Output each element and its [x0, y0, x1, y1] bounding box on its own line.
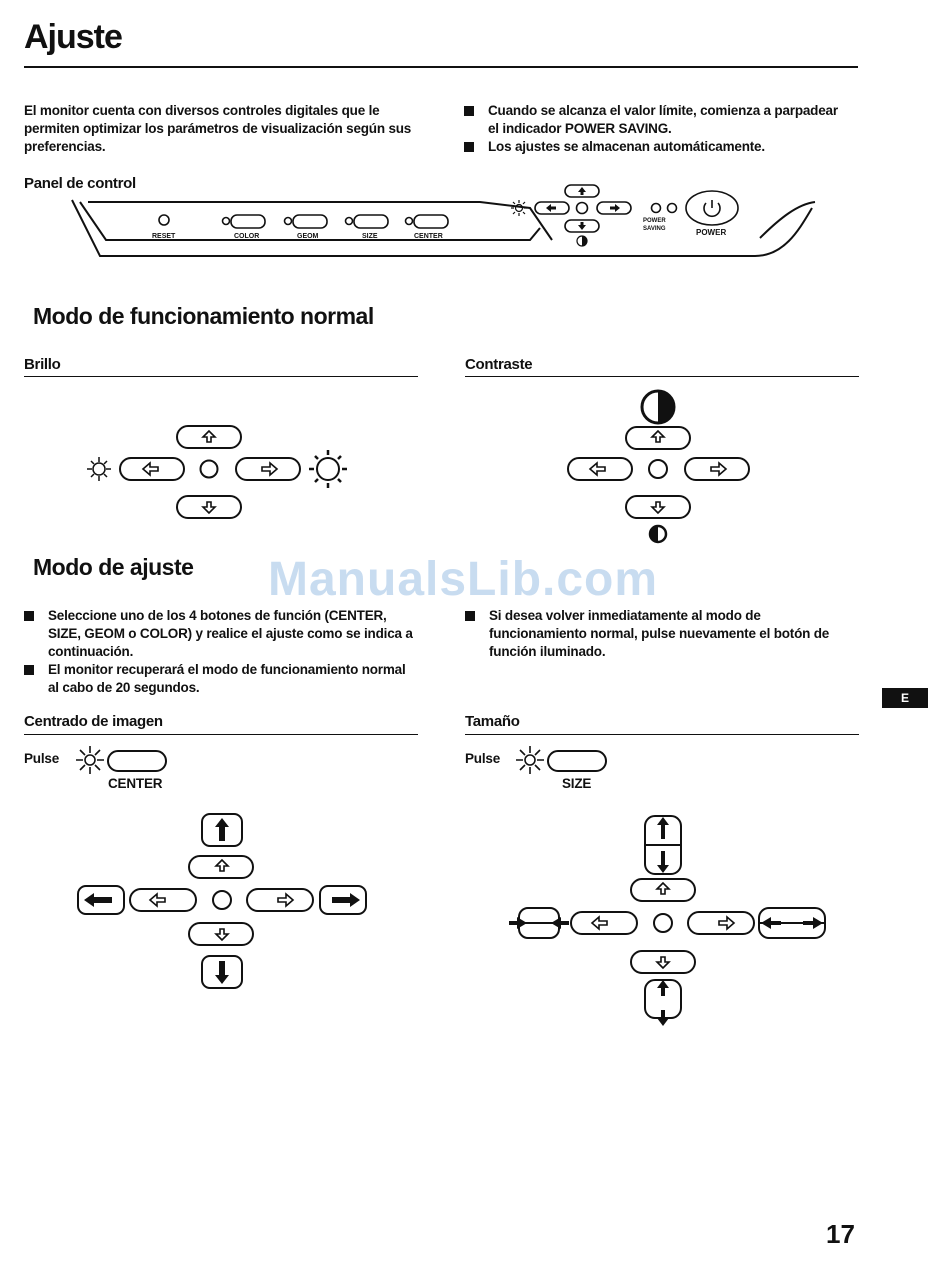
center-button — [413, 214, 449, 229]
geom-button — [292, 214, 328, 229]
down-button — [564, 219, 600, 233]
adjust-bullet: Seleccione uno de los 4 botones de funci… — [24, 607, 419, 661]
title-rule — [24, 66, 858, 68]
adjust-bullet: Si desea volver inmediatamente al modo d… — [465, 607, 850, 661]
adjust-bullet: El monitor recuperará el modo de funcion… — [24, 661, 419, 697]
power-icon — [703, 202, 721, 218]
right-button — [235, 457, 301, 481]
reset-button — [158, 214, 170, 226]
monitor-right-icon — [319, 885, 367, 915]
power-saving-label-2: SAVING — [643, 226, 666, 232]
power-button — [685, 190, 739, 226]
monitor-down-icon — [201, 955, 243, 989]
up-button — [188, 855, 254, 879]
size-diagram — [509, 815, 826, 1026]
tamano-rule — [465, 734, 859, 735]
left-button — [567, 457, 633, 481]
tamano-pulse: Pulse — [465, 751, 501, 766]
tamano-heading: Tamaño — [465, 713, 520, 730]
contraste-rule — [465, 376, 859, 377]
contrast-diagram — [567, 389, 750, 544]
sun-large-icon — [316, 457, 340, 481]
normal-mode-heading: Modo de funcionamiento normal — [33, 303, 374, 329]
centering-diagram — [77, 813, 367, 989]
page-title: Ajuste — [24, 18, 123, 56]
down-button — [188, 922, 254, 946]
centrado-heading: Centrado de imagen — [24, 713, 163, 730]
down-button — [176, 495, 242, 519]
color-label: COLOR — [234, 233, 259, 240]
center-label: CENTER — [414, 233, 443, 240]
control-panel-diagram: RESET COLOR GEOM SIZE CENTER POWER SAVIN… — [71, 184, 816, 257]
down-button — [625, 495, 691, 519]
contraste-heading: Contraste — [465, 356, 533, 373]
color-button — [230, 214, 266, 229]
page-number: 17 — [826, 1219, 855, 1249]
language-tab: E — [882, 688, 928, 708]
right-button — [246, 888, 314, 912]
centrado-pulse: Pulse — [24, 751, 60, 766]
power-saving-label-1: POWER — [643, 218, 666, 224]
up-button — [564, 184, 600, 198]
size-button-pressed-icon — [516, 746, 607, 774]
geom-label: GEOM — [297, 233, 319, 240]
brillo-rule — [24, 376, 418, 377]
left-button — [129, 888, 197, 912]
up-button — [176, 425, 242, 449]
brillo-heading: Brillo — [24, 356, 61, 373]
brightness-diagram — [87, 425, 347, 519]
right-button — [596, 201, 632, 215]
sun-small-icon — [92, 462, 106, 476]
monitor-up-icon — [201, 813, 243, 847]
left-button — [570, 911, 638, 935]
up-button — [625, 426, 691, 450]
watermark: ManualsLib.com — [268, 553, 659, 606]
reset-label: RESET — [152, 233, 176, 240]
size-label: SIZE — [362, 233, 378, 240]
right-button — [687, 911, 755, 935]
centrado-button-label: CENTER — [108, 776, 163, 791]
centrado-rule — [24, 734, 418, 735]
center-button-pressed-icon — [76, 746, 167, 774]
intro-bullet: Los ajustes se almacenan automáticamente… — [464, 138, 844, 156]
monitor-left-icon — [77, 885, 125, 915]
left-button — [534, 201, 570, 215]
left-button — [119, 457, 185, 481]
adjust-bullets-right: Si desea volver inmediatamente al modo d… — [465, 607, 850, 661]
right-button — [684, 457, 750, 481]
adjust-mode-heading: Modo de ajuste — [33, 554, 194, 580]
intro-bullet: Cuando se alcanza el valor límite, comie… — [464, 102, 844, 138]
intro-paragraph: El monitor cuenta con diversos controles… — [24, 103, 412, 154]
up-button — [630, 878, 696, 902]
adjust-bullets-left: Seleccione uno de los 4 botones de funci… — [24, 607, 419, 697]
power-label: POWER — [696, 228, 726, 237]
sun-icon — [514, 203, 524, 213]
panel-outline — [71, 199, 813, 257]
intro-bullets: Cuando se alcanza el valor límite, comie… — [464, 102, 844, 156]
control-panel-heading: Panel de control — [24, 175, 136, 192]
down-button — [630, 950, 696, 974]
power-saving-led — [650, 202, 662, 214]
tamano-button-label: SIZE — [562, 776, 592, 791]
size-button — [353, 214, 389, 229]
